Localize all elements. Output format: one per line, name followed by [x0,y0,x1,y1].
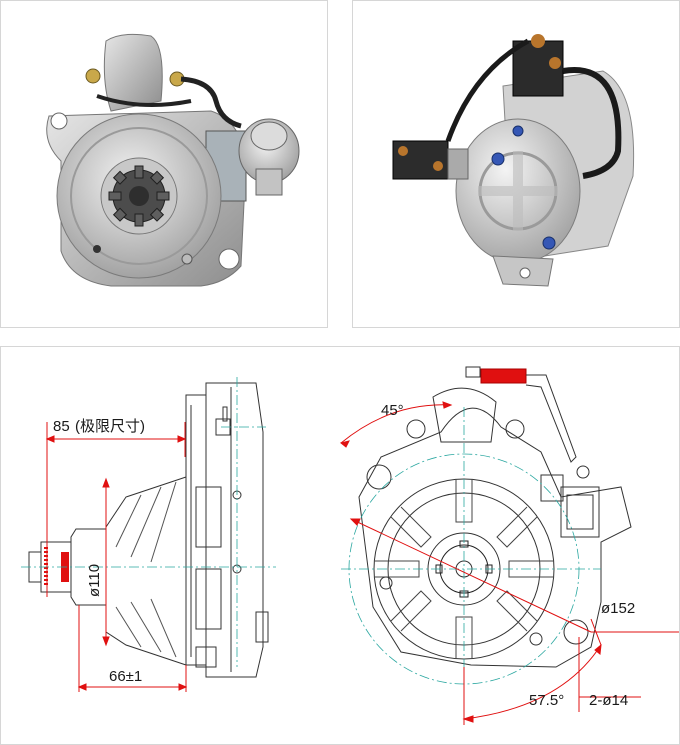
dim-angle-top: 45° [381,402,404,419]
front-dimensions [339,401,679,725]
front-centerlines [341,407,601,707]
front-view-photo-panel [0,0,328,328]
dim-angle-bottom: 57.5° [529,692,564,709]
technical-drawing-panel: 85 (极限尺寸) ø110 66±1 [0,346,680,745]
side-dimensions [45,422,188,692]
dim-overall-note: (极限尺寸) [75,418,145,435]
dim-overall-value: 85 [53,418,70,435]
starter-motor-rear-photo [392,34,635,287]
side-centerlines [21,377,276,667]
dim-bolt-circle: ø152 [601,600,635,617]
dim-flange-diameter: ø110 [86,564,103,597]
starter-motor-front-photo [46,33,300,287]
dim-holes: 2-ø14 [589,692,628,709]
dimension-drawing: 85 (极限尺寸) ø110 66±1 [21,366,679,725]
rear-view-photo-panel [352,0,680,328]
dim-pinion-offset: 66±1 [109,668,142,685]
